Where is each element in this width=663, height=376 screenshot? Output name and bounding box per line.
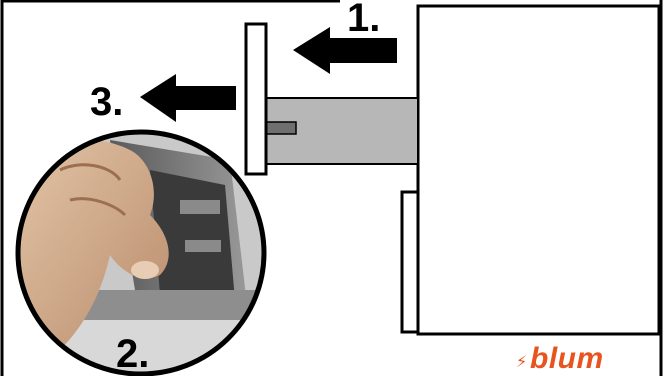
blum-logo-mark-icon: ⚡ bbox=[516, 352, 527, 371]
cabinet-panel bbox=[418, 6, 659, 334]
step-3-label: 3. bbox=[90, 82, 123, 122]
blum-logo: blum bbox=[530, 344, 604, 374]
step-1-label: 1. bbox=[347, 0, 380, 38]
arrow-left-icon bbox=[293, 27, 397, 74]
drawer-front bbox=[246, 24, 266, 174]
runner-locking-pin bbox=[266, 122, 296, 134]
arrow-left-icon bbox=[140, 74, 236, 122]
cabinet-back-strip bbox=[402, 192, 418, 332]
step-2-label: 2. bbox=[116, 334, 149, 374]
